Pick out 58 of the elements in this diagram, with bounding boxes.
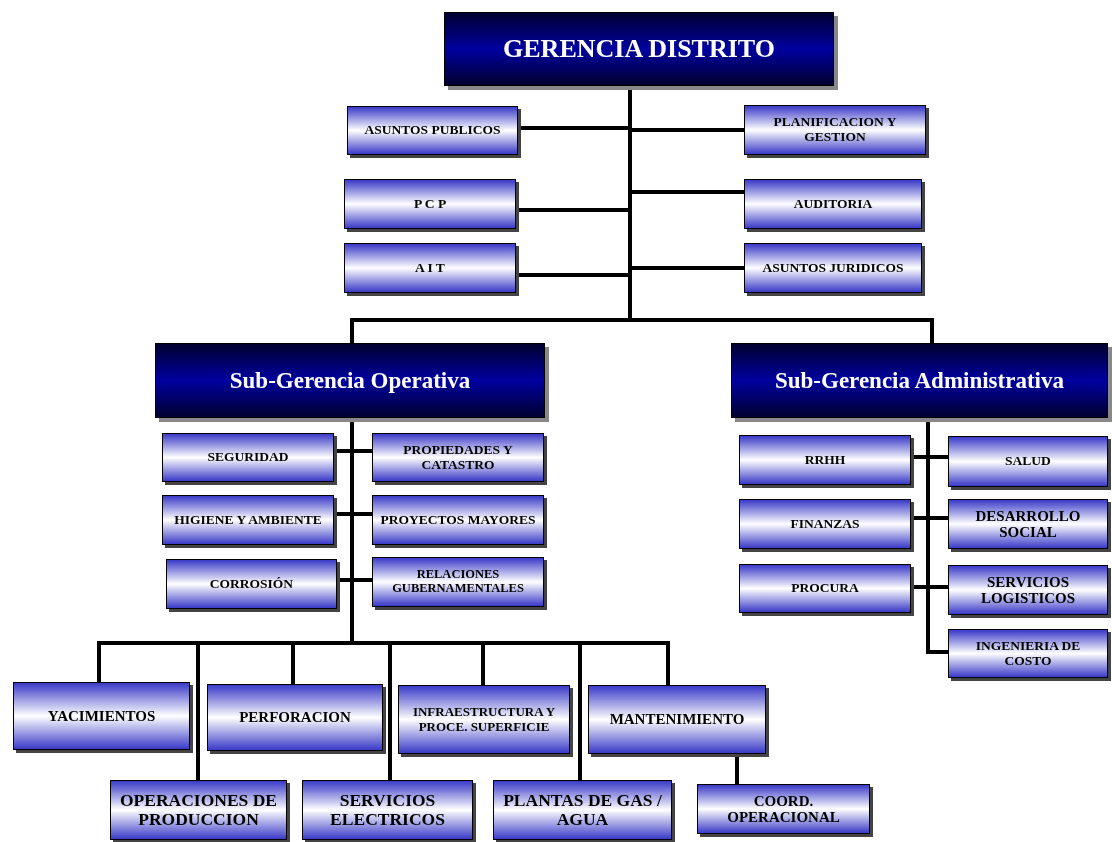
unit-name: Sub-Gerencia Operativa xyxy=(229,367,471,394)
unit-name: YACIMIENTOS xyxy=(47,707,156,725)
unit-name: CORROSIÓN xyxy=(209,576,294,592)
unit-name: A I T xyxy=(415,260,445,276)
unit-box xyxy=(744,243,922,293)
unit-box xyxy=(207,684,383,751)
unit-box xyxy=(162,495,334,545)
unit-name: SERVICIOS ELECTRICOS xyxy=(329,790,446,830)
unit-box xyxy=(13,682,190,750)
unit-box xyxy=(347,106,518,155)
unit-name: SALUD xyxy=(1005,454,1051,469)
unit-name: AUDITORIA xyxy=(793,196,873,212)
unit-box xyxy=(739,435,911,485)
unit-name: OPERACIONES DE PRODUCCION xyxy=(118,790,278,830)
unit-name: RRHH xyxy=(804,452,846,468)
unit-name: FINANZAS xyxy=(790,516,860,532)
unit-name: GERENCIA DISTRITO xyxy=(503,34,775,64)
unit-box xyxy=(744,105,926,155)
unit-name: P C P xyxy=(413,196,447,212)
unit-name: INGENIERIA DE COSTO xyxy=(974,638,1082,669)
unit-name: COORD. OPERACIONAL xyxy=(726,792,841,826)
unit-box xyxy=(372,433,544,482)
unit-box xyxy=(302,780,473,840)
unit-box xyxy=(166,559,337,609)
unit-box xyxy=(344,243,516,293)
unit-box xyxy=(372,557,544,607)
unit-box xyxy=(162,433,334,482)
unit-name: PROCURA xyxy=(791,581,859,596)
unit-box xyxy=(948,499,1108,549)
unit-box xyxy=(739,564,911,613)
unit-name: PLANIFICACION Y GESTION xyxy=(772,115,898,145)
unit-name: PROYECTOS MAYORES xyxy=(380,512,536,528)
unit-name: RELACIONES GUBERNAMENTALES xyxy=(391,568,525,596)
unit-box xyxy=(948,565,1108,615)
unit-box xyxy=(588,685,766,754)
unit-box xyxy=(697,784,870,834)
unit-box xyxy=(110,780,287,840)
unit-name: DESARROLLO SOCIAL xyxy=(974,507,1082,541)
unit-box xyxy=(739,499,911,549)
unit-box xyxy=(344,179,516,229)
unit-name: PERFORACION xyxy=(239,709,351,726)
unit-name: ASUNTOS PUBLICOS xyxy=(364,123,501,138)
unit-box xyxy=(372,495,544,545)
unit-box xyxy=(948,629,1108,678)
unit-name: PROPIEDADES Y CATASTRO xyxy=(402,442,514,473)
unit-name: INFRAESTRUCTURA Y PROCE. SUPERFICIE xyxy=(411,705,557,734)
unit-box xyxy=(744,179,922,229)
unit-name: MANTENIMIENTO xyxy=(609,711,745,728)
unit-name: Sub-Gerencia Administrativa xyxy=(775,367,1064,394)
unit-box xyxy=(398,685,570,754)
connector-line xyxy=(735,754,739,784)
unit-box xyxy=(493,780,672,840)
unit-name: HIGIENE Y AMBIENTE xyxy=(174,512,322,528)
unit-name: SEGURIDAD xyxy=(207,450,289,465)
unit-name: ASUNTOS JURIDICOS xyxy=(762,260,904,276)
unit-name: SERVICIOS LOGISTICOS xyxy=(979,573,1077,607)
unit-name: PLANTAS DE GAS / AGUA xyxy=(502,790,663,830)
unit-box xyxy=(948,436,1108,487)
